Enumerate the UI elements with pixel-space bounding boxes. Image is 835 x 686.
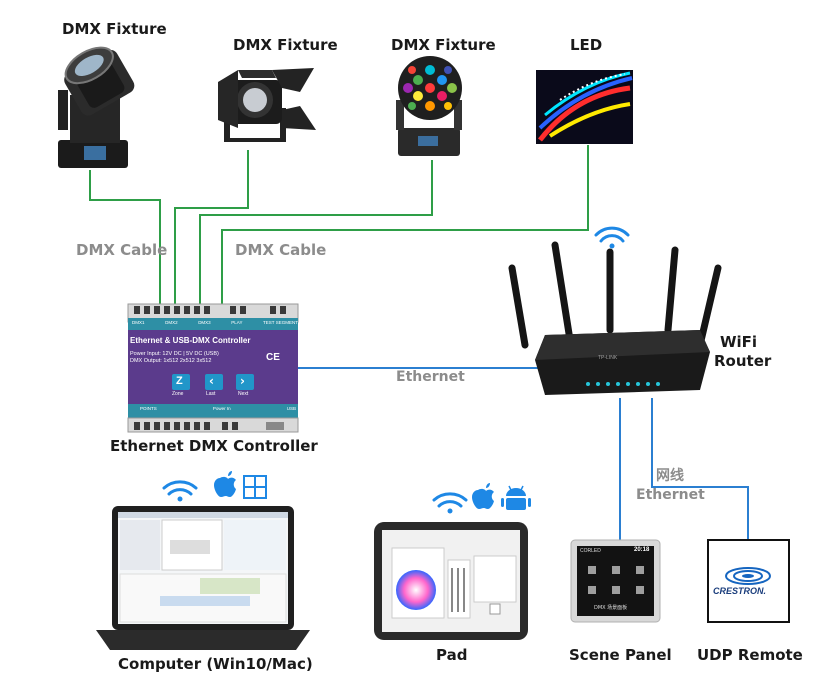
port-points: POINTS — [140, 406, 157, 411]
crestron-remote-image — [707, 539, 790, 623]
pad-apple-icon — [472, 483, 494, 509]
wifi-router-image — [508, 241, 722, 395]
led-dots — [403, 65, 457, 111]
cable-led — [221, 145, 589, 310]
led-strip-image — [536, 70, 633, 144]
ethernet-main-label: Ethernet — [396, 369, 465, 385]
port-power: Power In — [212, 406, 231, 411]
port-dmx3: DMX3 — [198, 320, 211, 325]
computer-windows-icon — [243, 475, 267, 499]
fixture1-label: DMX Fixture — [62, 20, 167, 38]
port-dmx1: DMX1 — [132, 320, 145, 325]
controller-output-label: DMX Output: — [130, 358, 162, 364]
computer-label: Computer (Win10/Mac) — [118, 655, 313, 673]
udp-remote-label: UDP Remote — [697, 646, 803, 664]
led-label: LED — [570, 36, 603, 54]
scene-panel-image — [570, 539, 661, 623]
port-usb: USB — [286, 406, 296, 411]
controller-bottom-ports: POINTS Power In USB — [140, 406, 296, 411]
ethernet-right-label: Ethernet — [636, 487, 705, 503]
controller-label: Ethernet DMX Controller — [110, 437, 318, 455]
moving-head-fixture-image — [58, 46, 135, 168]
computer-apple-icon — [214, 471, 236, 497]
ethernet-to-crestron — [651, 398, 749, 540]
ce-mark: CE — [266, 352, 280, 363]
cable-fixture1 — [89, 170, 161, 310]
scene-panel-footer: DMX 场景面板 — [594, 605, 628, 611]
controller-output-opt3: 3x512 — [196, 358, 212, 364]
controller-title: Ethernet & USB-DMX Controller — [130, 336, 251, 345]
port-test: TEST SEGMENT — [263, 320, 298, 325]
controller-output-row: DMX Output: 1x512 2x512 3x512 — [130, 358, 296, 364]
router-label-line1: WiFi — [720, 333, 758, 351]
fresnel-spotlight-image — [218, 68, 316, 142]
controller-faceplate: Ethernet & USB-DMX Controller Power Inpu… — [130, 332, 296, 364]
controller-next-button: › — [240, 374, 245, 388]
controller-zone-button: Z — [176, 375, 183, 387]
dmx-cable-lines — [89, 145, 589, 310]
controller-zone-label: Zone — [172, 391, 184, 397]
scene-panel-brand: CORLED — [580, 548, 601, 554]
controller-output-opt2: 2x512 — [179, 358, 195, 364]
port-play: PLAY — [231, 320, 243, 325]
pad-label: Pad — [436, 646, 468, 664]
led-wash-fixture-image — [396, 56, 462, 156]
dmx-controller-image — [127, 303, 299, 433]
pad-wifi-icon — [432, 492, 468, 514]
scene-panel-time: 20:18 — [634, 547, 650, 553]
port-dmx2: DMX2 — [165, 320, 178, 325]
controller-top-ports: DMX1 DMX2 DMX3 PLAY TEST SEGMENT — [132, 320, 298, 325]
tablet-image — [374, 522, 528, 640]
router-brand: TP-LINK — [598, 355, 618, 361]
laptop-image — [96, 506, 310, 650]
crestron-logo-text: CRESTRON. — [713, 586, 767, 596]
dmx-cable-left-label: DMX Cable — [76, 241, 168, 259]
network-cable-cn-label: 网线 — [656, 468, 684, 484]
fixture3-label: DMX Fixture — [391, 36, 496, 54]
fixture2-label: DMX Fixture — [233, 36, 338, 54]
dmx-cable-right-label: DMX Cable — [235, 241, 327, 259]
ethernet-lines — [298, 367, 749, 540]
controller-output-opt1: 1x512 — [163, 358, 179, 364]
controller-last-label: Last — [206, 391, 216, 397]
controller-last-button: ‹ — [209, 374, 214, 388]
pad-android-icon — [501, 485, 531, 510]
cable-fixture3 — [199, 160, 433, 310]
controller-next-label: Next — [238, 391, 249, 397]
router-wifi-icon — [594, 226, 630, 249]
controller-power-text: Power Input: 12V DC | 5V DC (USB) — [130, 351, 219, 357]
scene-panel-label: Scene Panel — [569, 646, 672, 664]
cable-fixture2 — [174, 150, 249, 310]
router-label-line2: Router — [714, 352, 772, 370]
computer-wifi-icon — [162, 480, 198, 502]
